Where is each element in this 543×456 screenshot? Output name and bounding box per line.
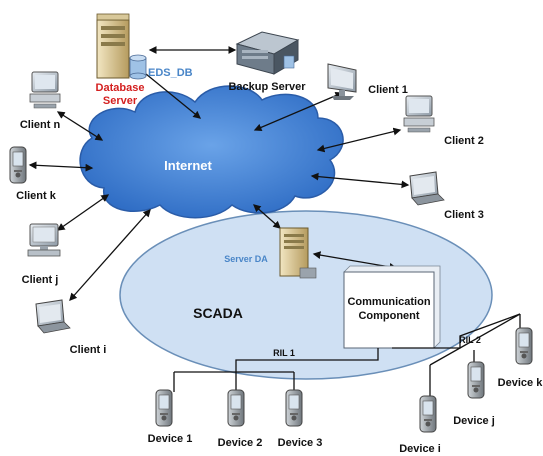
eds-db-cylinder-icon xyxy=(129,54,147,80)
client-1-label: Client 1 xyxy=(368,84,408,96)
ril-1-label: RIL 1 xyxy=(273,348,295,358)
client-3-label: Client 3 xyxy=(444,209,484,221)
ril-2-label: RIL 2 xyxy=(459,335,481,345)
server-da-label: Server DA xyxy=(224,254,268,264)
client-1-monitor-icon xyxy=(327,63,357,101)
device-2-label: Device 2 xyxy=(218,437,263,449)
database-server-label-line1: Database xyxy=(96,82,145,94)
client-k-pda-icon xyxy=(9,146,27,184)
device-k-label: Device k xyxy=(498,377,543,389)
server-da-icon xyxy=(279,227,317,279)
communication-component-box xyxy=(343,265,441,349)
communication-component-label-line2: Component xyxy=(358,310,419,322)
ril-wiring xyxy=(173,313,521,398)
client-i-laptop-icon xyxy=(35,299,71,334)
scada-label: SCADA xyxy=(193,305,243,321)
communication-component-label-line1: Communication xyxy=(347,296,430,308)
client-j-computer-icon xyxy=(27,223,61,257)
database-server-label-line2: Server xyxy=(103,95,138,107)
backup-server-label: Backup Server xyxy=(228,81,306,93)
client-n-computer-icon xyxy=(29,71,61,109)
device-1-pda-icon xyxy=(155,389,173,427)
device-2-pda-icon xyxy=(227,389,245,427)
client-j-label: Client j xyxy=(22,274,59,286)
client-k-label: Client k xyxy=(16,190,57,202)
device-3-label: Device 3 xyxy=(278,437,323,449)
device-j-label: Device j xyxy=(453,415,495,427)
client-2-label: Client 2 xyxy=(444,135,484,147)
device-1-label: Device 1 xyxy=(148,433,193,445)
client-i-label: Client i xyxy=(70,344,107,356)
client-3-laptop-icon xyxy=(409,171,445,206)
device-j-pda-icon xyxy=(467,361,485,399)
device-i-pda-icon xyxy=(419,395,437,433)
backup-server-icon xyxy=(235,31,300,75)
device-k-pda-icon xyxy=(515,327,533,365)
device-3-pda-icon xyxy=(285,389,303,427)
eds-db-label: EDS_DB xyxy=(148,67,193,79)
client-2-computer-icon xyxy=(403,95,435,133)
internet-label: Internet xyxy=(164,158,212,173)
client-n-label: Client n xyxy=(20,119,61,131)
device-i-label: Device i xyxy=(399,443,441,455)
database-server-icon xyxy=(96,13,130,79)
